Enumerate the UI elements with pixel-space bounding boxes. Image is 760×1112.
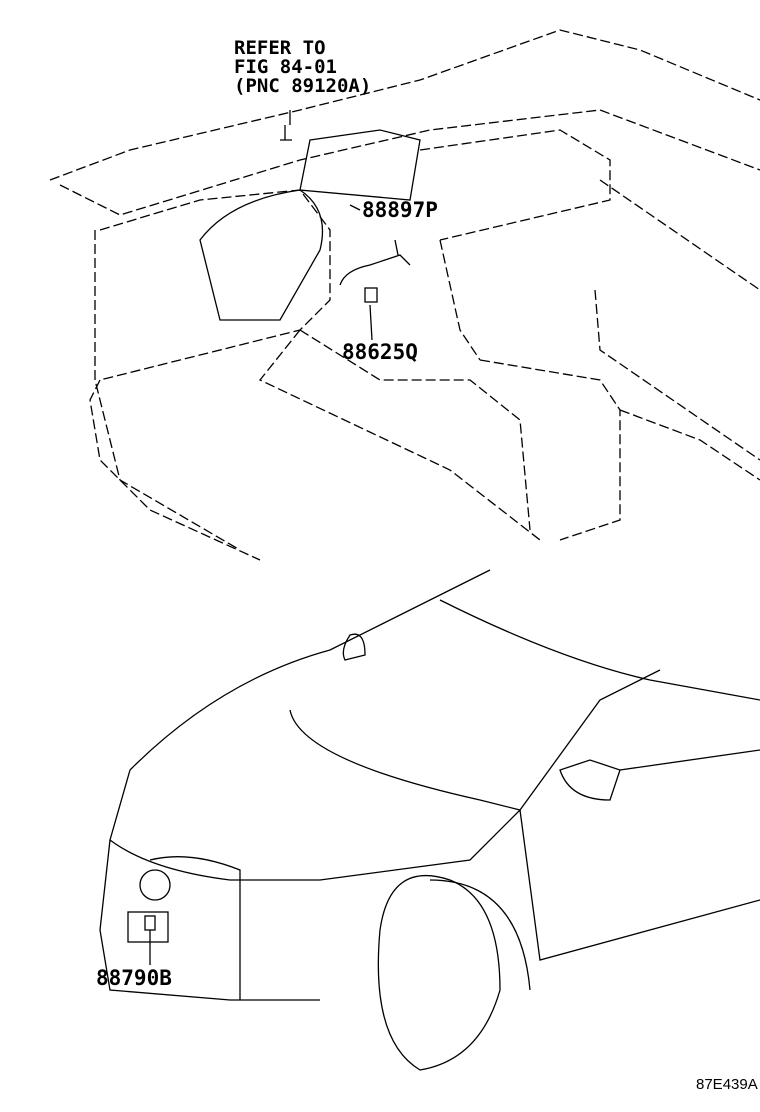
part-number-label[interactable]: 88625Q: [342, 340, 418, 364]
dashboard-solid-lines: [199, 125, 421, 321]
leader-lines: [289, 110, 399, 341]
reference-note-line1: REFER TO: [234, 37, 326, 59]
dashboard-drawing: [49, 29, 760, 561]
illustration-code: 87E439A: [696, 1076, 758, 1093]
reference-note-line3: (PNC 89120A): [234, 75, 372, 97]
part-number-label[interactable]: 88790B: [96, 966, 172, 990]
part-number-label[interactable]: 88897P: [362, 198, 438, 222]
car-drawing: [99, 569, 760, 1071]
reference-note-line2: FIG 84-01: [234, 56, 337, 78]
